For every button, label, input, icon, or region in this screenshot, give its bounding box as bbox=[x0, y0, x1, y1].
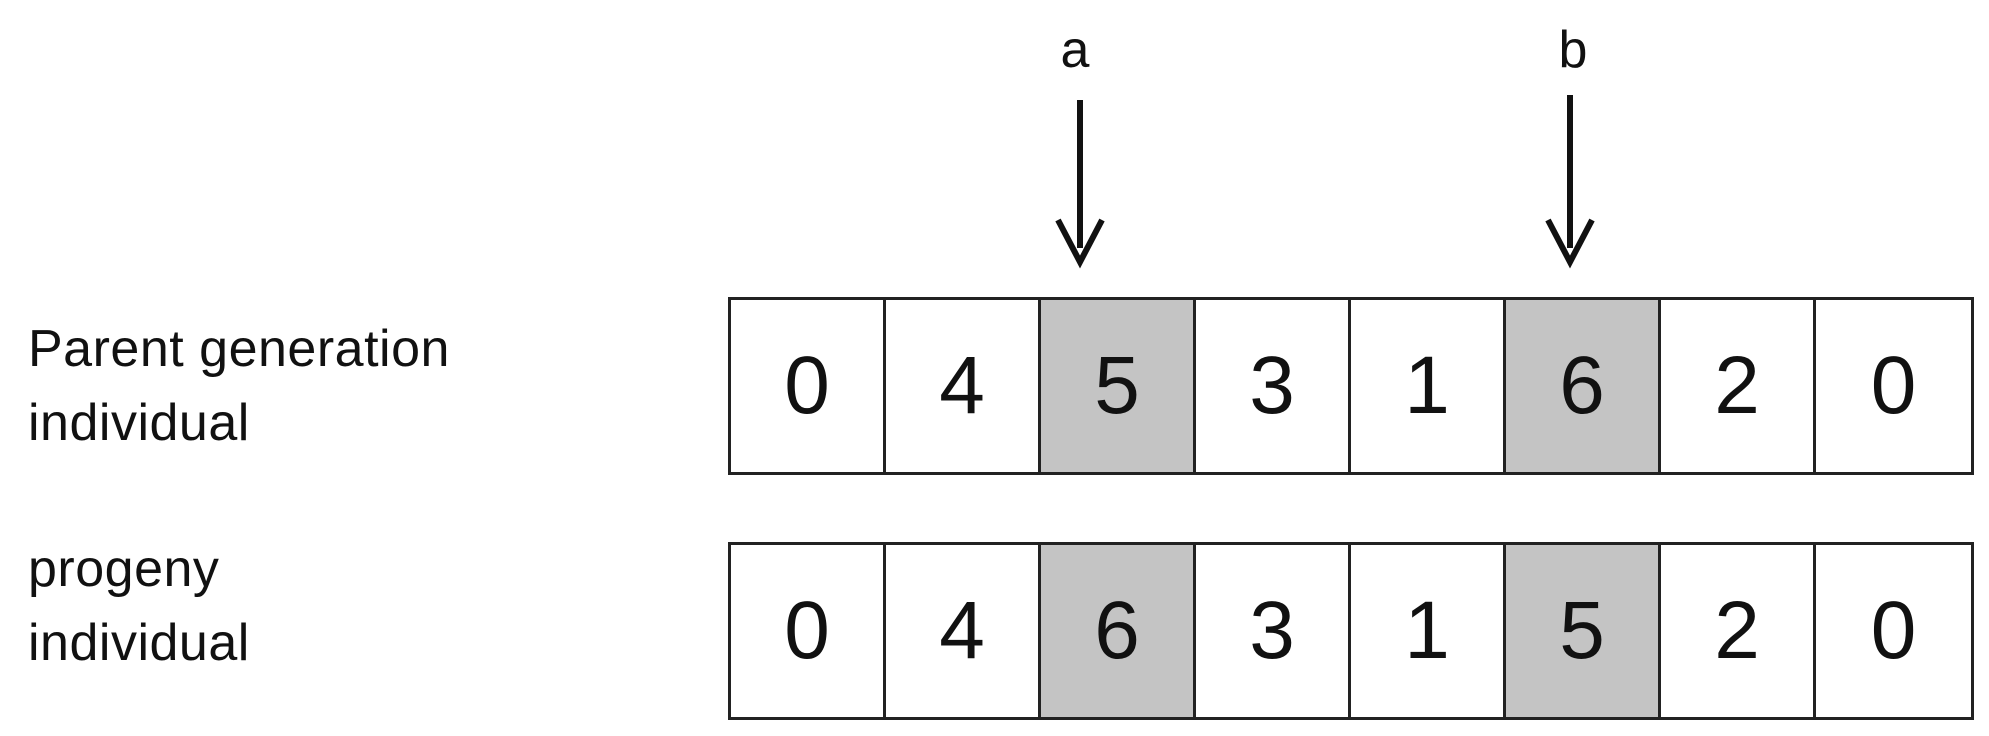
marker-a-arrow bbox=[1055, 100, 1105, 269]
parent-label-line-2: individual bbox=[28, 394, 250, 452]
parent-row-label: Parent generation individual bbox=[28, 312, 450, 460]
progeny-gene-8: 0 bbox=[1816, 545, 1971, 717]
progeny-gene-4: 3 bbox=[1196, 545, 1351, 717]
progeny-gene-6: 5 bbox=[1506, 545, 1661, 717]
progeny-gene-5: 1 bbox=[1351, 545, 1506, 717]
parent-gene-6: 6 bbox=[1506, 300, 1661, 472]
parent-chromosome: 0 4 5 3 1 6 2 0 bbox=[728, 297, 1974, 475]
progeny-chromosome: 0 4 6 3 1 5 2 0 bbox=[728, 542, 1974, 720]
progeny-label-line-2: individual bbox=[28, 614, 250, 672]
parent-gene-7: 2 bbox=[1661, 300, 1816, 472]
progeny-row-label: progeny individual bbox=[28, 532, 250, 680]
marker-arrows bbox=[1055, 95, 1595, 269]
parent-label-line-1: Parent generation bbox=[28, 320, 450, 378]
parent-gene-5: 1 bbox=[1351, 300, 1506, 472]
marker-a-label: a bbox=[1060, 21, 1090, 79]
progeny-gene-1: 0 bbox=[731, 545, 886, 717]
parent-gene-8: 0 bbox=[1816, 300, 1971, 472]
progeny-gene-3: 6 bbox=[1041, 545, 1196, 717]
parent-gene-3: 5 bbox=[1041, 300, 1196, 472]
parent-gene-1: 0 bbox=[731, 300, 886, 472]
marker-b-arrow bbox=[1545, 95, 1595, 269]
progeny-label-line-1: progeny bbox=[28, 540, 220, 598]
parent-gene-2: 4 bbox=[886, 300, 1041, 472]
progeny-gene-2: 4 bbox=[886, 545, 1041, 717]
marker-b-label: b bbox=[1558, 21, 1588, 79]
progeny-gene-7: 2 bbox=[1661, 545, 1816, 717]
parent-gene-4: 3 bbox=[1196, 300, 1351, 472]
